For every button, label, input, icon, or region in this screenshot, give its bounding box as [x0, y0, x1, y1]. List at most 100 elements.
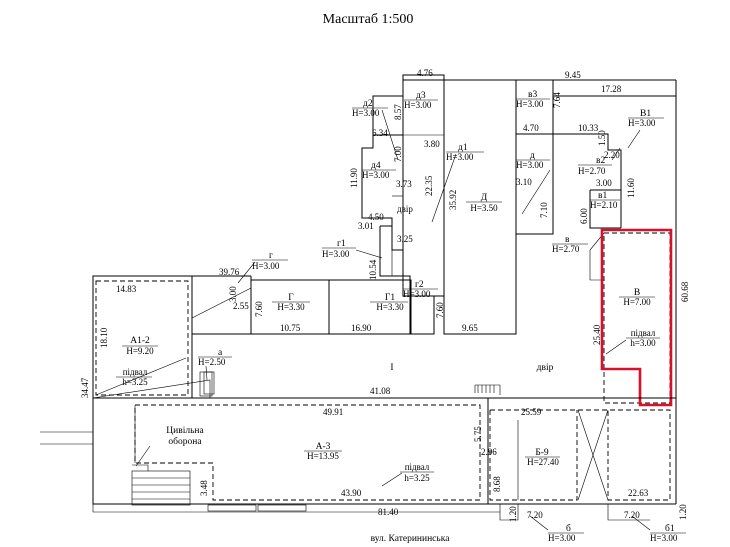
dim-3-48: 3.48 [199, 480, 209, 496]
d4-label: д4 [371, 161, 381, 171]
g1-label: Г1 [385, 293, 395, 303]
dimension-labels: 4.76 9.45 17.28 6.34 3.80 4.70 10.33 2.2… [116, 68, 649, 520]
g1-height: H=3.30 [376, 302, 404, 312]
v3-label: в3 [528, 90, 537, 100]
a12-height: H=9.20 [126, 346, 154, 356]
dim-4-76: 4.76 [417, 68, 433, 78]
d2-label: д2 [363, 99, 373, 109]
building-d-complex: Д H=3.50 д1 H=3.00 д3 H=3.00 д2 H=3.00 д… [322, 79, 554, 335]
dim-43-90: 43.90 [341, 488, 362, 498]
vv-label: в [565, 235, 570, 245]
a3-basement: підвал [405, 462, 430, 472]
dim-11-90: 11.90 [349, 168, 359, 188]
a12-basement-h: h=3.25 [122, 377, 148, 387]
d3-label: д3 [416, 91, 426, 101]
dim-7-10: 7.10 [539, 202, 549, 218]
b1-height: H=3.00 [650, 533, 678, 543]
dim-41-08: 41.08 [370, 386, 391, 396]
v1b-label: В1 [640, 109, 651, 119]
dim-6-34: 6.34 [372, 128, 388, 138]
dim-7-20-b: 7.20 [624, 510, 640, 520]
civil-defense-1: Цивільна [166, 426, 204, 436]
b9-label: Б-9 [535, 448, 549, 458]
dim-7-20-a: 7.20 [527, 510, 543, 520]
highlight-outline [600, 228, 673, 407]
dim-10-75: 10.75 [280, 323, 301, 333]
g-label: Г [288, 293, 294, 303]
g2-low-height: H=3.00 [403, 289, 431, 299]
courtyard-label: двір [537, 363, 554, 373]
dim-10-33: 10.33 [578, 123, 599, 133]
dim-16-90: 16.90 [351, 323, 372, 333]
dim-22-35: 22.35 [424, 175, 434, 196]
dim-3-73: 3.73 [396, 179, 412, 189]
a-label: а [218, 348, 223, 358]
dim-1-50: 1.50 [597, 130, 607, 146]
v2-height: H=2.70 [578, 166, 606, 176]
a3-height: H=13.95 [307, 451, 339, 461]
dim-49-91: 49.91 [323, 407, 343, 417]
dsmall-height: H=3.00 [516, 160, 544, 170]
dim-3-10: 3.10 [516, 177, 532, 187]
a3-label: А-3 [316, 442, 331, 452]
dim-25-59: 25.59 [521, 407, 542, 417]
g-low-label: г [269, 251, 273, 261]
dim-7-60-a: 7.60 [254, 301, 264, 317]
civil-defense-2: оборона [168, 436, 202, 447]
dim-1-20-b: 1.20 [678, 504, 688, 520]
dim-5-75: 5.75 [473, 426, 483, 442]
d1-height: H=3.00 [446, 152, 474, 162]
dim-39-76: 39.76 [219, 267, 240, 277]
g1-low-height: H=3.00 [322, 249, 350, 259]
b-height: H=3.00 [548, 533, 576, 543]
dim-8-57: 8.57 [393, 104, 403, 120]
building-a-3: Цивільна оборона А-3 H=13.95 підвал h=3.… [92, 348, 501, 512]
g-height: H=3.30 [277, 302, 305, 312]
b1-label: б1 [665, 523, 675, 534]
b-label: б [566, 523, 571, 534]
courtyard-small: двір [397, 204, 413, 214]
dim-14-83: 14.83 [116, 284, 137, 294]
dim-25-40: 25.40 [592, 324, 602, 345]
d-label: Д [481, 193, 488, 203]
v2-label: в2 [596, 156, 605, 166]
dim-4-50: 4.50 [368, 212, 384, 222]
d2-height: H=3.00 [352, 108, 380, 118]
vv-height: H=2.70 [552, 244, 580, 254]
dsmall-label: д [530, 151, 535, 161]
dim-81-40: 81.40 [378, 507, 399, 517]
dim-2-20: 2.20 [604, 150, 620, 160]
a12-basement: підвал [123, 367, 148, 377]
building-g-row: Г H=3.30 Г1 H=3.30 г H=3.00 г2 H=3.00 [191, 251, 438, 335]
building-v-complex: В1 H=3.00 в2 H=2.70 в1 H=2.10 в H=2.70 В… [552, 95, 676, 407]
dim-34-47: 34.47 [80, 377, 90, 398]
dim-18-10: 18.10 [99, 327, 109, 348]
d1-label: д1 [458, 143, 468, 153]
dim-3-80: 3.80 [424, 139, 440, 149]
dim-17-28: 17.28 [601, 84, 622, 94]
dim-3-25: 3.25 [397, 234, 413, 244]
dim-6-00: 6.00 [579, 208, 589, 224]
v1b-height: H=3.00 [628, 118, 656, 128]
d4-height: H=3.00 [362, 170, 390, 180]
g-low-height: H=3.00 [252, 261, 280, 271]
v-basement: підвал [631, 328, 656, 338]
dim-10-54: 10.54 [368, 259, 378, 280]
v-label: В [634, 288, 640, 298]
dim-11-60: 11.60 [626, 178, 636, 198]
g1-low-label: г1 [337, 239, 346, 249]
street-label: вул. Катерининська [371, 534, 451, 544]
v1-height: H=2.10 [590, 200, 618, 210]
dim-4-70: 4.70 [523, 123, 539, 133]
dim-7-60-b: 7.60 [435, 302, 445, 318]
dim-8-68: 8.68 [492, 476, 502, 492]
dim-22-63: 22.63 [628, 488, 649, 498]
dim-1-20-a: 1.20 [508, 506, 518, 522]
d3-height: H=3.00 [404, 100, 432, 110]
dim-7-64: 7.64 [552, 92, 562, 108]
dim-3-01: 3.01 [358, 221, 374, 231]
dim-7-00: 7.00 [393, 146, 403, 162]
d-height: H=3.50 [470, 203, 498, 213]
v-basement-h: h=3.00 [630, 338, 656, 348]
